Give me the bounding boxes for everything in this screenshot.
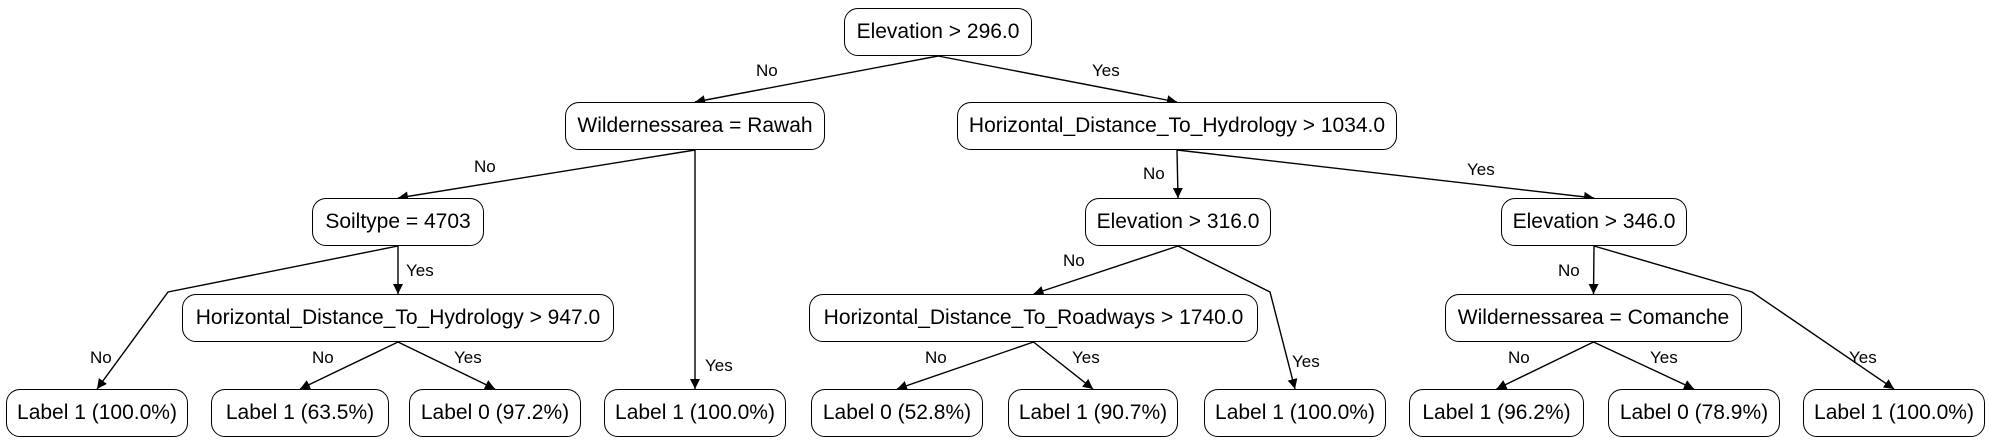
edge-label-yes: Yes	[1092, 61, 1120, 80]
edge-arrow-n_elev_316-to-leaf7	[1177, 245, 1298, 390]
edge-arrow-n_elev_316-to-n_hdr_1740	[1033, 245, 1179, 296]
edge-label-yes: Yes	[1072, 348, 1100, 367]
edge-arrow-n_hdr_1740-to-leaf5	[896, 341, 1034, 391]
edge-label-yes: Yes	[1467, 160, 1495, 179]
edge-arrow-n_elev_346-to-n_wild_comanche	[1588, 245, 1599, 295]
edge-label-yes: Yes	[1292, 352, 1320, 371]
edge-label-no: No	[925, 348, 947, 367]
edge-label-no: No	[474, 157, 496, 176]
edge-label-yes: Yes	[1650, 348, 1678, 367]
node-roadways-distance-1740: Horizontal_Distance_To_Roadways > 1740.0	[809, 294, 1258, 342]
edge-label-yes: Yes	[1849, 348, 1877, 367]
leaf-node: Label 0 (78.9%)	[1608, 389, 1780, 437]
node-root-elevation-296: Elevation > 296.0	[844, 8, 1032, 56]
edge-label-yes: Yes	[406, 261, 434, 280]
node-elevation-346: Elevation > 346.0	[1501, 198, 1687, 246]
node-elevation-316: Elevation > 316.0	[1085, 198, 1271, 246]
edge-arrow-n_wild_comanche-to-leaf9	[1593, 341, 1695, 390]
edge-label-yes: Yes	[454, 348, 482, 367]
edge-arrow-n_hdh_1034-to-n_elev_316	[1172, 149, 1183, 199]
edge-label-no: No	[1143, 164, 1165, 183]
node-soiltype-4703: Soiltype = 4703	[312, 198, 484, 246]
edge-arrow-root-to-n_wild_rawah	[694, 55, 939, 106]
edge-arrow-root-to-n_hdh_1034	[937, 55, 1178, 106]
edge-arrow-n_wild_rawah-to-n_soil_4703	[397, 149, 696, 202]
edge-label-no: No	[1558, 261, 1580, 280]
edge-arrow-n_hdh_947-to-leaf2	[299, 341, 399, 390]
edge-label-no: No	[1063, 251, 1085, 270]
edge-label-no: No	[312, 348, 334, 367]
node-hydrology-distance-1034: Horizontal_Distance_To_Hydrology > 1034.…	[957, 102, 1397, 150]
edge-arrow-n_soil_4703-to-leaf1	[96, 245, 399, 390]
node-wildernessarea-comanche: Wildernessarea = Comanche	[1445, 294, 1742, 342]
edge-arrow-n_wild_comanche-to-leaf8	[1496, 341, 1594, 390]
leaf-node: Label 1 (63.5%)	[211, 389, 389, 437]
leaf-node: Label 0 (97.2%)	[409, 389, 581, 437]
edge-label-no: No	[756, 61, 778, 80]
edge-arrow-n_hdh_1034-to-n_elev_346	[1176, 149, 1595, 202]
leaf-node: Label 1 (90.7%)	[1008, 389, 1178, 437]
edge-arrow-n_hdh_947-to-leaf3	[397, 341, 496, 390]
leaf-node: Label 1 (100.0%)	[1204, 389, 1386, 437]
leaf-node: Label 0 (52.8%)	[811, 389, 983, 437]
node-hydrology-distance-947: Horizontal_Distance_To_Hydrology > 947.0	[182, 294, 614, 342]
edge-label-yes: Yes	[705, 356, 733, 375]
leaf-node: Label 1 (100.0%)	[6, 389, 188, 437]
leaf-node: Label 1 (100.0%)	[604, 389, 786, 437]
edge-arrow-n_hdr_1740-to-leaf6	[1033, 341, 1094, 390]
edge-label-no: No	[1508, 348, 1530, 367]
leaf-node: Label 1 (100.0%)	[1803, 389, 1985, 437]
edge-label-no: No	[90, 348, 112, 367]
edge-arrow-n_elev_346-to-leaf10	[1593, 245, 1895, 390]
leaf-node: Label 1 (96.2%)	[1409, 389, 1584, 437]
node-wildernessarea-rawah: Wildernessarea = Rawah	[565, 102, 825, 150]
